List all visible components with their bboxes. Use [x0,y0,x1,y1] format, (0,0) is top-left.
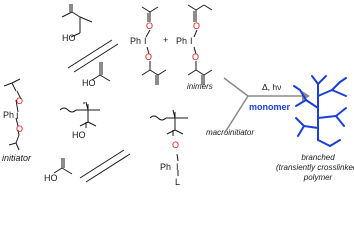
inimer-1-structure [141,6,167,85]
inimer-1-ph-label: Ph [130,36,141,46]
inimer-1-oxygen-upper: O [146,21,153,31]
macroinitiator-label: macroinitiator [206,128,254,137]
macroinitiator-iodine-label: I [176,162,179,172]
acetic-acid-bottom-structure [53,158,73,175]
branched-polymer-graphic [293,75,347,147]
macroinitiator-ligand-label: L [175,177,180,187]
inimer-1-iodine-label: I [144,36,147,46]
initiator-iodine-label: I [16,111,19,121]
initiator-oxygen-lower: O [16,124,23,134]
initiator-structure [3,78,22,151]
acetic-acid-top-ho-label: HO [82,78,96,88]
conditions-label: Δ, hν [262,82,281,92]
inimer-2-structure [187,4,213,85]
macroinitiator-ph-label: Ph [160,162,171,172]
product-label-line2: (transiently crosslinked) [276,163,354,172]
initiator-label: initiator [2,153,32,163]
inimer-2-oxygen-lower: O [192,52,199,62]
initiator-ph-label: Ph [3,110,14,120]
plus-sign: + [163,35,168,45]
polymethacrylic-acid-structure [59,101,100,128]
inimers-label: inimers [187,82,213,91]
initiator-oxygen-upper: O [16,96,23,106]
macroinitiator-oxygen: O [172,140,179,150]
exchange-arrows-top [67,39,119,73]
monomer-label: monomer [249,102,291,112]
methacrylic-acid-ho-label: HO [62,33,76,43]
reaction-arrow [223,77,302,135]
inimer-1-oxygen-lower: O [145,52,152,62]
acetic-acid-top-structure [91,62,111,82]
exchange-arrows-bottom [79,149,131,183]
acetic-acid-bottom-ho-label: HO [44,173,58,183]
methacrylic-acid-structure [61,4,93,38]
reaction-scheme: O O Ph I initiator HO HO [2,4,354,187]
polymethacrylic-acid-ho-label: HO [72,130,86,140]
macroinitiator-structure [149,109,188,176]
product-label-line3: polymer [303,173,333,182]
inimer-2-oxygen-upper: O [193,21,200,31]
inimer-2-iodine-label: I [190,36,193,46]
product-label-line1: branched [301,153,335,162]
inimer-2-ph-label: Ph [176,36,187,46]
